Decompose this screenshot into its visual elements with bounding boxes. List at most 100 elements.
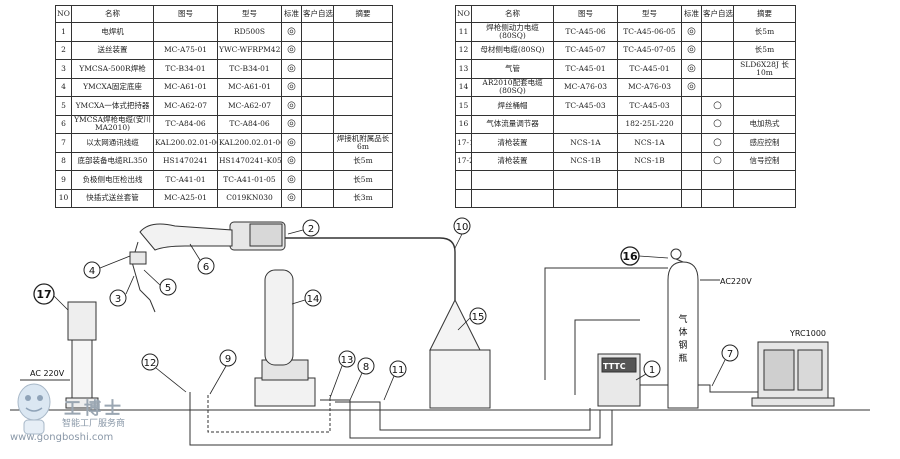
callout-15-circle: [469, 307, 487, 325]
callout-6-circle: [197, 257, 215, 275]
cell-name: 快插式送丝套管: [71, 188, 154, 208]
leader-9: [209, 365, 227, 395]
header-no: NO: [55, 5, 72, 23]
cell-name: 气管: [471, 59, 554, 79]
cell-std: ◎: [681, 59, 702, 79]
cell-note: [333, 40, 393, 60]
cell-name: 底部装备电缆RL350: [71, 151, 154, 171]
leader-6: [189, 243, 201, 261]
cell-opt: [301, 151, 334, 171]
torch-cleaner-body: [67, 301, 97, 341]
cell-model: TC-A41-01-05: [217, 170, 282, 190]
cell-drawing: TC-A45-07: [553, 40, 618, 60]
leader-17: [53, 295, 69, 311]
cell-no: 15: [455, 96, 472, 116]
cell-no: 8: [55, 151, 72, 171]
cable-route-bottom: [189, 392, 613, 446]
cell-no: 7: [55, 133, 72, 153]
cell-opt: [301, 188, 334, 208]
header-name: 名称: [471, 5, 554, 23]
cell-drawing: MC-A76-03: [553, 77, 618, 97]
cell-model: TC-A45-03: [617, 96, 682, 116]
cell-name: [471, 170, 554, 190]
cell-drawing: TC-A45-06: [553, 22, 618, 42]
callout-13: 13: [341, 355, 354, 366]
callout-14-circle: [304, 289, 322, 307]
cell-no: 9: [55, 170, 72, 190]
callout-9-circle: [219, 349, 237, 367]
callout-6: 6: [203, 262, 209, 273]
cell-model: 182-25L-220: [617, 114, 682, 134]
cell-name: 电焊机: [71, 22, 154, 42]
cell-std: ◎: [281, 188, 302, 208]
callout-7: 7: [727, 349, 733, 360]
teach-pendant: [797, 349, 823, 391]
cell-std: [681, 133, 702, 153]
callout-9: 9: [225, 354, 231, 365]
cell-note: [333, 22, 393, 42]
cell-note: 焊接机附属品长6m: [333, 133, 393, 153]
callout-17: 17: [36, 288, 51, 301]
cell-opt: ○: [701, 96, 734, 116]
cell-opt: [701, 170, 734, 190]
cell-no: 1: [55, 22, 72, 42]
callout-2: 2: [308, 224, 314, 235]
cell-note: 长5m: [333, 151, 393, 171]
table-header-row: NO 名称 图号 型号 标准 客户自选 摘要: [455, 5, 796, 23]
cell-model: RD500S: [217, 22, 282, 42]
callout-12: 12: [144, 358, 157, 369]
cell-std: ◎: [681, 22, 702, 42]
cell-drawing: MC-A61-01: [153, 77, 218, 97]
leader-15: [457, 317, 471, 331]
gas-hose: [544, 267, 668, 380]
robot-base: [254, 377, 316, 407]
cell-model: [617, 188, 682, 208]
leader-16: [638, 255, 669, 259]
cell-name: 负极侧电压检出线: [71, 170, 154, 190]
callout-13-circle: [338, 350, 356, 368]
leader-12: [155, 367, 187, 393]
callout-7-circle: [721, 344, 739, 362]
wire-feeder: [249, 223, 283, 247]
cell-opt: [701, 77, 734, 97]
header-standard: 标准: [681, 5, 702, 23]
cell-drawing: [553, 114, 618, 134]
wire-drum: [429, 349, 491, 409]
cell-opt: [301, 96, 334, 116]
cell-name: 焊丝桶帽: [471, 96, 554, 116]
cell-no: 13: [455, 59, 472, 79]
cell-name: YMCSA-500R焊枪: [71, 59, 154, 79]
controller-panel: [763, 349, 795, 391]
dashed-cable-loop: [207, 395, 331, 433]
cell-model: MC-A61-01: [217, 77, 282, 97]
cell-drawing: TC-A45-03: [553, 96, 618, 116]
cell-model: NCS-1A: [617, 133, 682, 153]
cell-model: [617, 170, 682, 190]
robot-forearm: [139, 223, 233, 251]
welding-torch-neck: [131, 241, 151, 301]
cell-no: 14: [455, 77, 472, 97]
callout-15: 15: [472, 312, 485, 323]
header-note: 摘要: [333, 5, 393, 23]
ethernet-cable: [640, 384, 760, 393]
callout-17-circle: [33, 283, 55, 305]
cell-drawing: MC-A62-07: [153, 96, 218, 116]
callout-8: 8: [363, 362, 369, 373]
header-name: 名称: [71, 5, 154, 23]
cell-opt: ○: [701, 114, 734, 134]
cell-no: 10: [55, 188, 72, 208]
table-header-row: NO 名称 图号 型号 标准 客户自选 摘要: [55, 5, 393, 23]
label-cylinder-text: 气体钢瓶: [678, 313, 687, 364]
cell-opt: [701, 22, 734, 42]
callout-5-circle: [159, 278, 177, 296]
cell-drawing: TC-A84-06: [153, 114, 218, 134]
leader-14: [291, 299, 306, 305]
